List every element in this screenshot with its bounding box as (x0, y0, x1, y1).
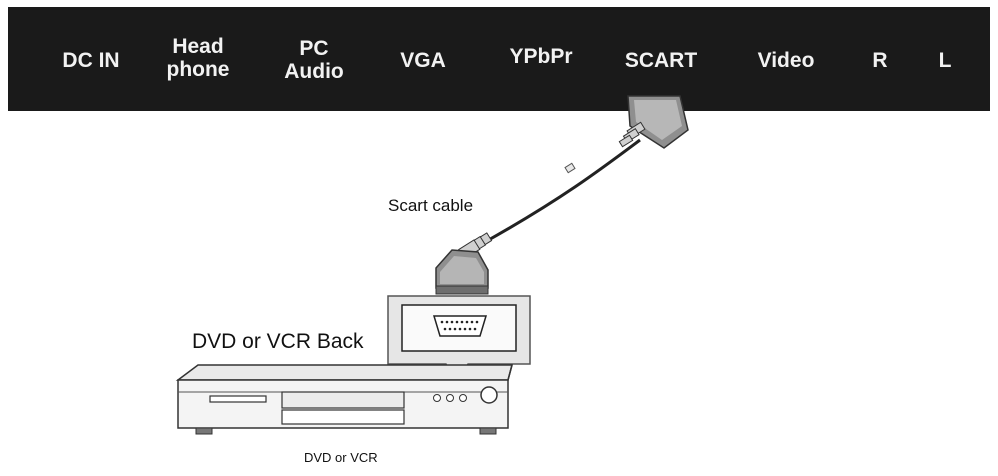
scart-plug-bottom-icon (435, 232, 493, 295)
scart-socket-callout (387, 295, 531, 386)
port-label-scart: SCART (624, 49, 698, 72)
scart-cable-label: Scart cable (388, 196, 474, 215)
port-label-headphone: Head phone (166, 35, 230, 81)
cable-ferrite-bead (564, 162, 576, 174)
port-label-l: L (938, 49, 952, 72)
port-label-dc-in: DC IN (62, 49, 120, 72)
port-label-r: R (872, 49, 888, 72)
scart-plug-top-icon (618, 95, 689, 149)
device-label: DVD or VCR (304, 450, 378, 465)
port-label-ypbpr: YPbPr (509, 45, 573, 68)
scart-cable-wire (484, 138, 641, 244)
port-label-pc-audio: PC Audio (284, 37, 344, 83)
dvd-vcr-device-icon (175, 364, 513, 435)
device-back-label: DVD or VCR Back (192, 330, 364, 353)
port-label-vga: VGA (400, 49, 446, 72)
connector-panel: DC IN Head phone PC Audio VGA YPbPr SCAR… (8, 7, 990, 111)
port-label-video: Video (757, 49, 815, 72)
